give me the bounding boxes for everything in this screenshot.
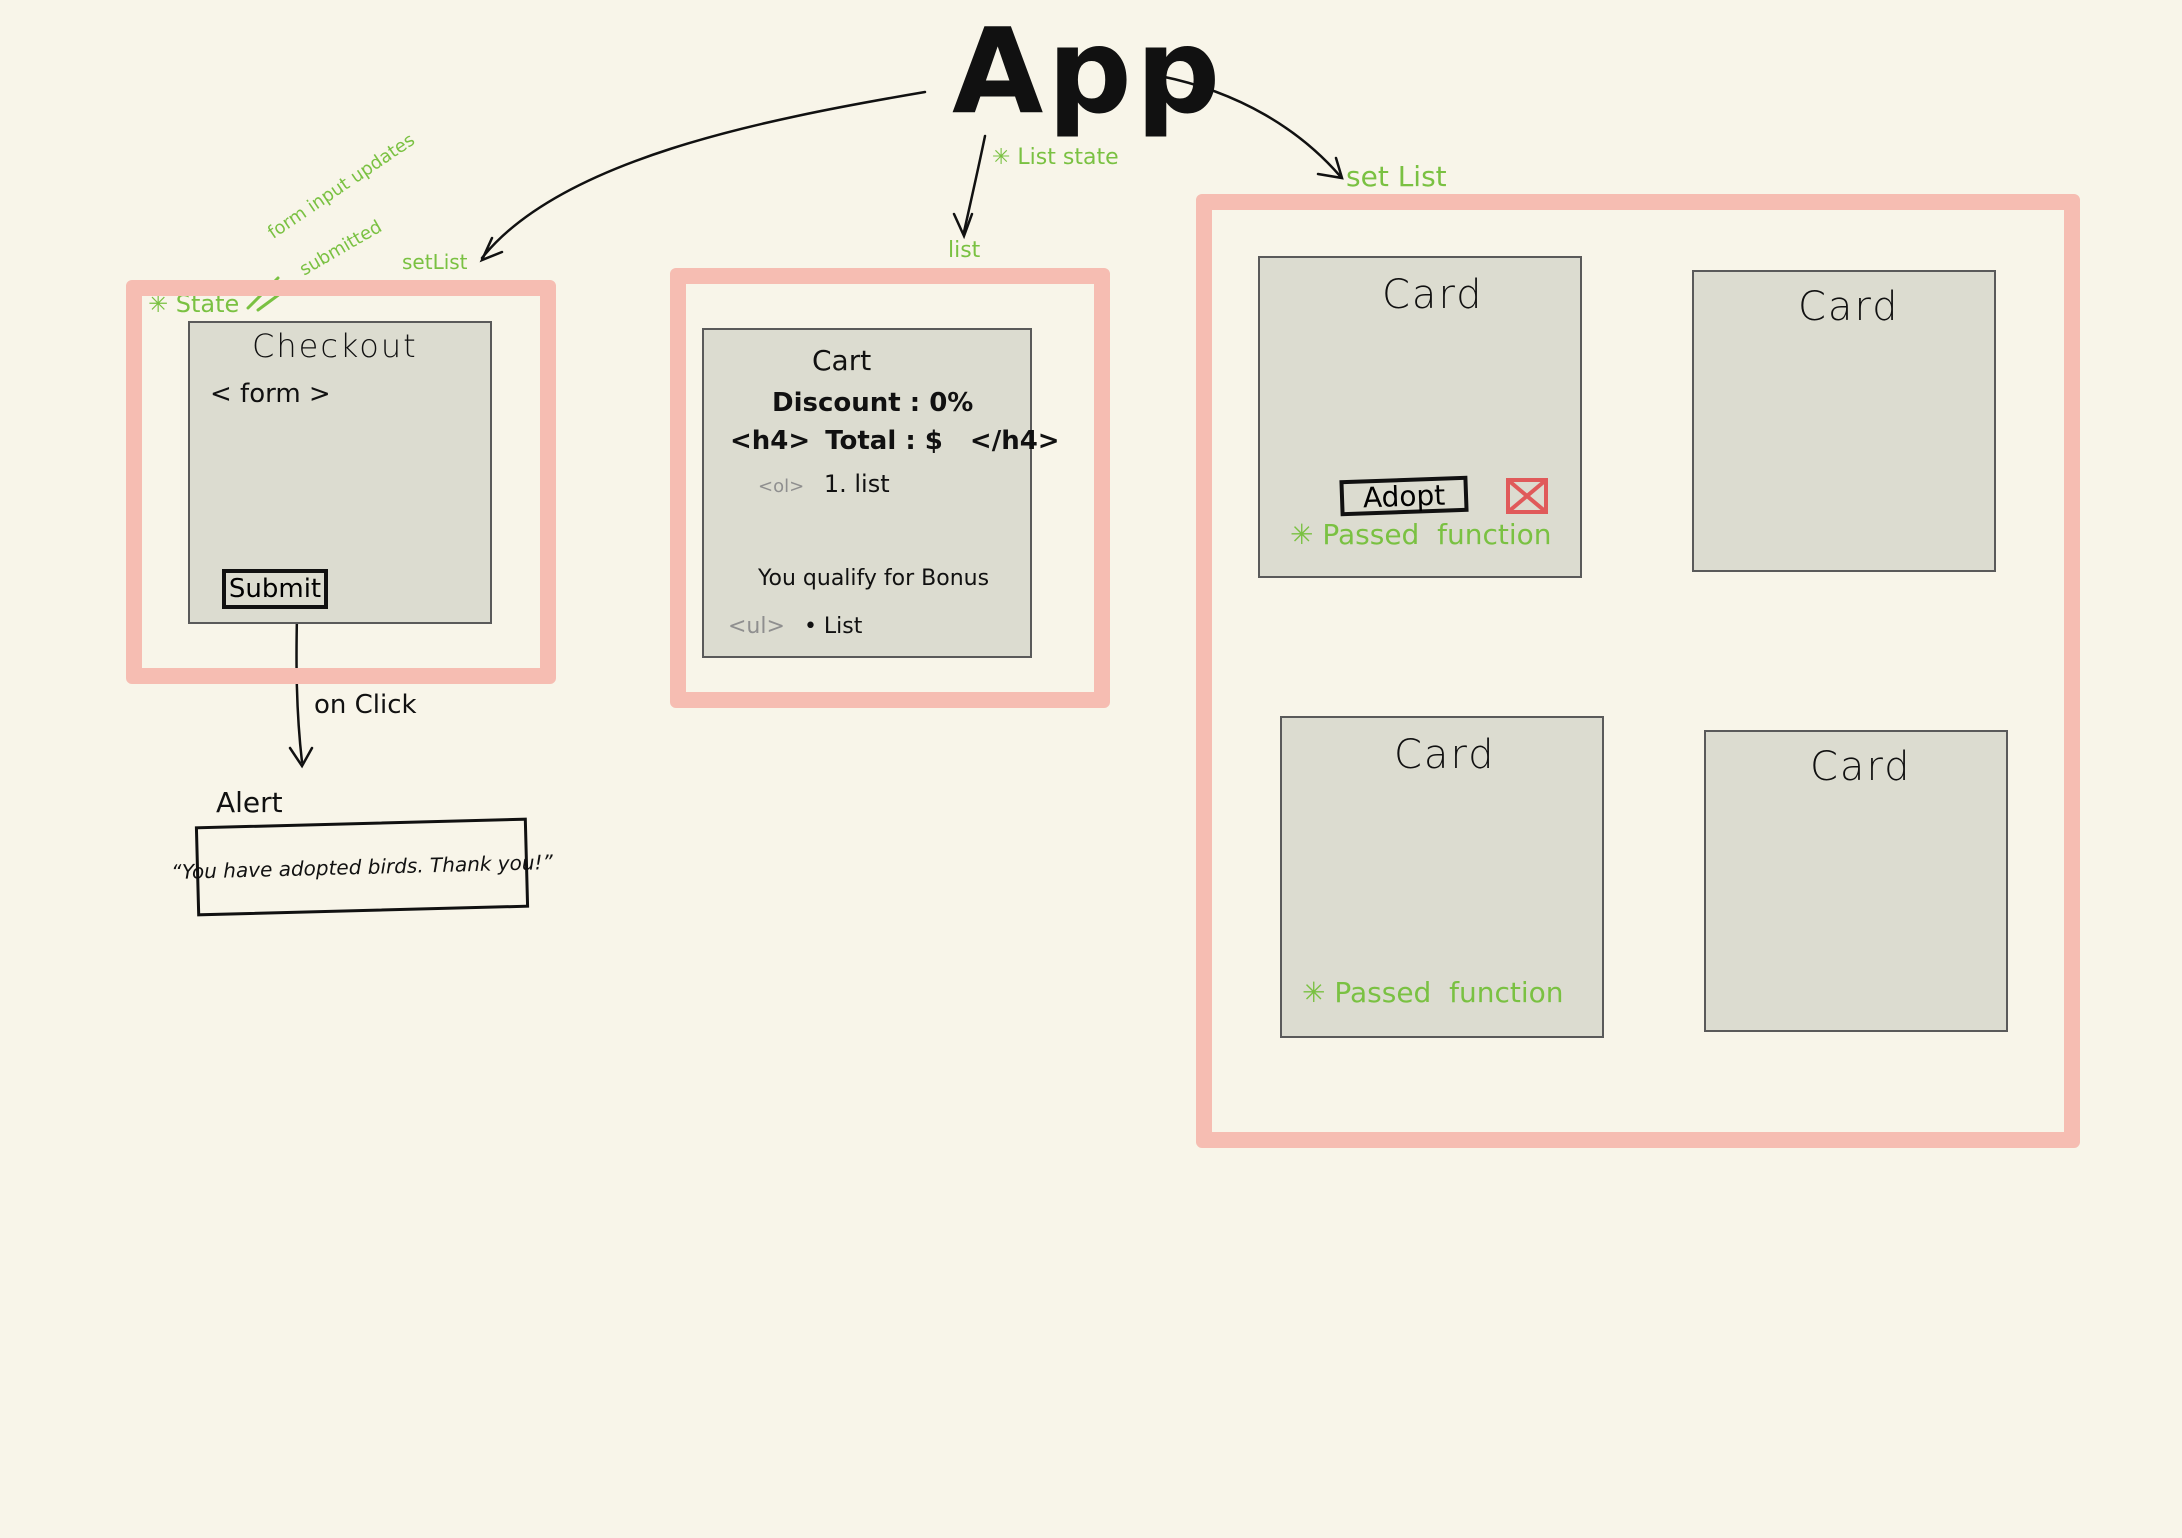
form-tag: < form > bbox=[210, 379, 331, 409]
checkout-component: Checkout < form > Submit bbox=[188, 321, 492, 624]
arrowhead-checkout bbox=[479, 236, 504, 263]
passed-function-note: ✳ Passed function bbox=[1290, 518, 1552, 551]
edge-label-list: list bbox=[948, 238, 981, 263]
card-1: Card Adopt ✳ Passed function bbox=[1258, 256, 1582, 578]
arrow-app-to-checkout bbox=[480, 90, 927, 260]
cart-bonus: You qualify for Bonus bbox=[758, 566, 990, 591]
h4-close-tag: </h4> bbox=[969, 426, 1060, 456]
checkout-title: Checkout bbox=[252, 327, 418, 365]
x-box-icon bbox=[1506, 478, 1548, 514]
cart-ol: <ol> 1. list bbox=[758, 470, 890, 498]
card-2: Card bbox=[1692, 270, 1996, 572]
cart-title: Cart bbox=[812, 344, 872, 377]
card-title: Card bbox=[1382, 272, 1484, 318]
arrowhead-cart bbox=[952, 212, 974, 240]
passed-function-note: ✳ Passed function bbox=[1302, 976, 1564, 1009]
ol-tag: <ol> bbox=[758, 476, 805, 497]
card-title: Card bbox=[1798, 284, 1900, 330]
on-click-label: on Click bbox=[314, 690, 417, 720]
h4-open-tag: <h4> bbox=[730, 426, 811, 456]
checkout-frame bbox=[126, 280, 556, 684]
card-4: Card bbox=[1704, 730, 2008, 1032]
arrowhead-cards bbox=[1316, 156, 1344, 180]
edge-label-set-list-left: setList bbox=[402, 250, 468, 274]
alert-box: “You have adopted birds. Thank you!” bbox=[171, 817, 553, 917]
edge-label-set-list-right: set List bbox=[1346, 160, 1447, 193]
adopt-button[interactable]: Adopt bbox=[1339, 475, 1469, 517]
cart-frame bbox=[670, 268, 1110, 708]
alert-label: Alert bbox=[216, 786, 283, 819]
ul-tag: <ul> bbox=[728, 614, 785, 639]
cart-discount: Discount : 0% bbox=[772, 388, 974, 418]
delete-button[interactable] bbox=[1506, 478, 1548, 514]
arrow-app-to-cards bbox=[1158, 74, 1342, 178]
ol-item: 1. list bbox=[823, 470, 890, 498]
submit-button[interactable]: Submit bbox=[222, 569, 328, 609]
edge-label-list-state: ✳ List state bbox=[992, 145, 1119, 170]
app-title: App bbox=[952, 2, 1225, 140]
card-title: Card bbox=[1810, 744, 1912, 790]
cart-total: <h4> Total : $ </h4> bbox=[730, 426, 1060, 456]
total-text: Total : $ bbox=[825, 426, 943, 456]
card-3: Card ✳ Passed function bbox=[1280, 716, 1604, 1038]
ul-item: • List bbox=[803, 614, 863, 639]
cart-ul: <ul> • List bbox=[728, 614, 862, 639]
arrowhead-alert bbox=[288, 746, 314, 769]
arrow-submit-to-alert bbox=[295, 614, 304, 764]
card-title: Card bbox=[1394, 732, 1496, 778]
cart-component: Cart Discount : 0% <h4> Total : $ </h4> … bbox=[702, 328, 1060, 658]
arrow-app-to-cart bbox=[962, 134, 987, 234]
alert-message: “You have adopted birds. Thank you!” bbox=[170, 850, 554, 884]
cards-frame bbox=[1196, 194, 2080, 1148]
